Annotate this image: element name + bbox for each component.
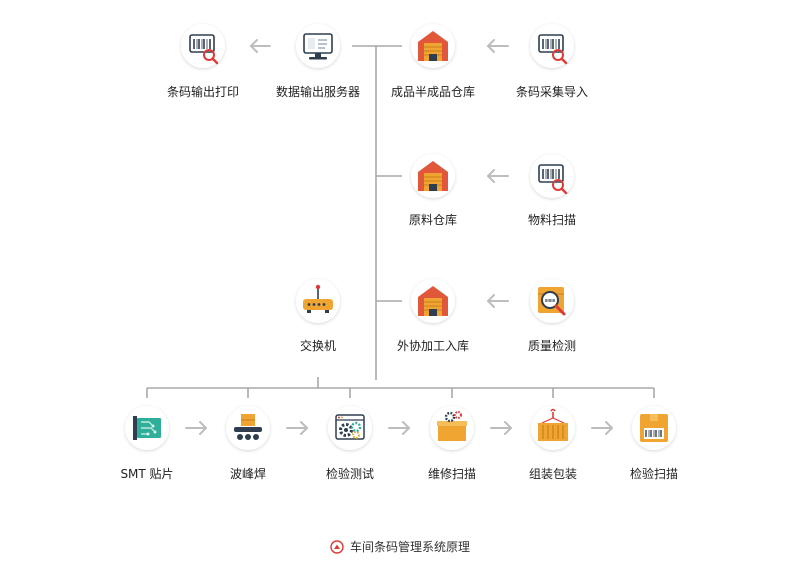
label-barcode-import: 条码采集导入 — [515, 85, 588, 99]
label-inspect-scan: 检验扫描 — [629, 467, 678, 481]
label-quality-check: 质量检测 — [527, 339, 576, 353]
label-repair-scan: 维修扫描 — [427, 467, 476, 481]
arrow-quality-to-outsourced — [487, 294, 509, 308]
node-finished-warehouse — [411, 24, 455, 68]
arrow-pack-to-inspect — [591, 421, 613, 435]
arrow-repair-to-pack — [490, 421, 512, 435]
box-gears-icon — [437, 411, 467, 441]
node-outsourced-warehouse — [411, 279, 455, 323]
arrow-smt-to-wave — [185, 421, 207, 435]
circuit-board-icon — [133, 416, 161, 440]
connector-lines — [146, 45, 655, 398]
node-barcode-import — [530, 24, 574, 68]
node-material-scan — [530, 154, 574, 198]
gears-window-icon — [335, 414, 365, 440]
router-icon — [303, 284, 333, 313]
caret-up-circle-icon — [330, 540, 344, 554]
node-barcode-print — [181, 24, 225, 68]
node-inspect-scan — [632, 406, 676, 450]
conveyor-box-icon — [234, 414, 262, 440]
label-switch: 交换机 — [299, 339, 336, 353]
diagram-caption: 车间条码管理系统原理 — [0, 538, 800, 555]
label-wave-solder: 波峰焊 — [229, 467, 266, 481]
node-wave-solder — [226, 406, 270, 450]
label-test: 检验测试 — [325, 467, 374, 481]
label-smt: SMT 贴片 — [120, 467, 174, 481]
label-outsourced-warehouse: 外协加工入库 — [396, 339, 469, 353]
flow-arrows — [185, 39, 613, 435]
monitor-icon — [303, 33, 333, 60]
node-repair-scan — [430, 406, 474, 450]
label-material-scan: 物料扫描 — [527, 213, 576, 227]
label-data-server: 数据输出服务器 — [275, 85, 360, 99]
container-hook-icon — [538, 408, 568, 441]
label-assembly-pack: 组装包装 — [528, 467, 577, 481]
label-finished-warehouse: 成品半成品仓库 — [390, 85, 475, 99]
node-data-server — [296, 24, 340, 68]
caption-text: 车间条码管理系统原理 — [349, 540, 470, 554]
node-quality-check — [530, 279, 574, 323]
node-assembly-pack — [531, 406, 575, 450]
arrow-scan-to-raw — [487, 169, 509, 183]
node-smt — [125, 406, 169, 450]
label-raw-warehouse: 原料仓库 — [408, 213, 457, 227]
node-switch — [296, 279, 340, 323]
arrow-wave-to-test — [286, 421, 308, 435]
magnifier-box-icon — [538, 287, 566, 316]
arrow-server-to-print — [250, 39, 271, 53]
node-test — [328, 406, 372, 450]
label-barcode-print: 条码输出打印 — [166, 85, 239, 99]
barcode-box-icon — [640, 414, 668, 442]
arrow-import-to-warehouse — [487, 39, 509, 53]
arrow-test-to-repair — [388, 421, 410, 435]
node-raw-warehouse — [411, 154, 455, 198]
